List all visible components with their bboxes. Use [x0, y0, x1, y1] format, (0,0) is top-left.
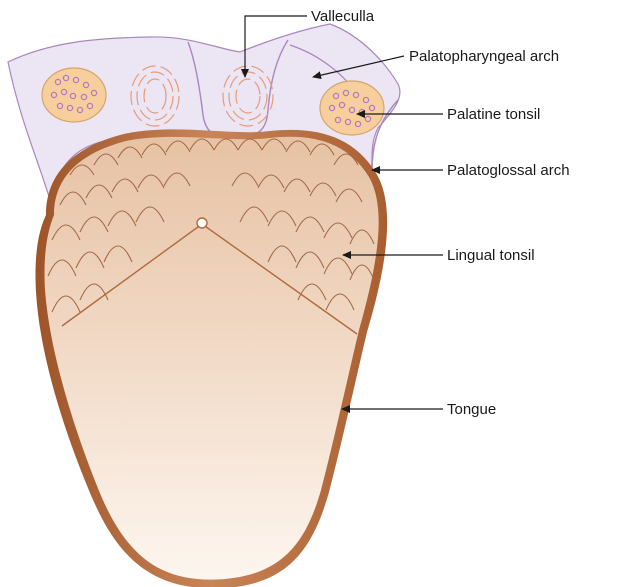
- right-palatine-tonsil: [320, 81, 384, 135]
- label-tongue: Tongue: [342, 401, 496, 418]
- left-palatine-tonsil: [42, 68, 106, 122]
- tongue-label: Tongue: [447, 401, 496, 418]
- palatoglossal-arch-label: Palatoglossal arch: [447, 162, 570, 179]
- vallecula-label: Valleculla: [311, 8, 375, 25]
- lingual-tonsil-label: Lingual tonsil: [447, 247, 535, 264]
- palatine-tonsil-label: Palatine tonsil: [447, 106, 540, 123]
- tongue-body: [44, 137, 378, 580]
- foramen-cecum: [197, 218, 207, 228]
- tongue: [35, 129, 387, 587]
- palatopharyngeal-arch-label: Palatopharyngeal arch: [409, 48, 559, 65]
- label-palatoglossal-arch: Palatoglossal arch: [372, 162, 570, 179]
